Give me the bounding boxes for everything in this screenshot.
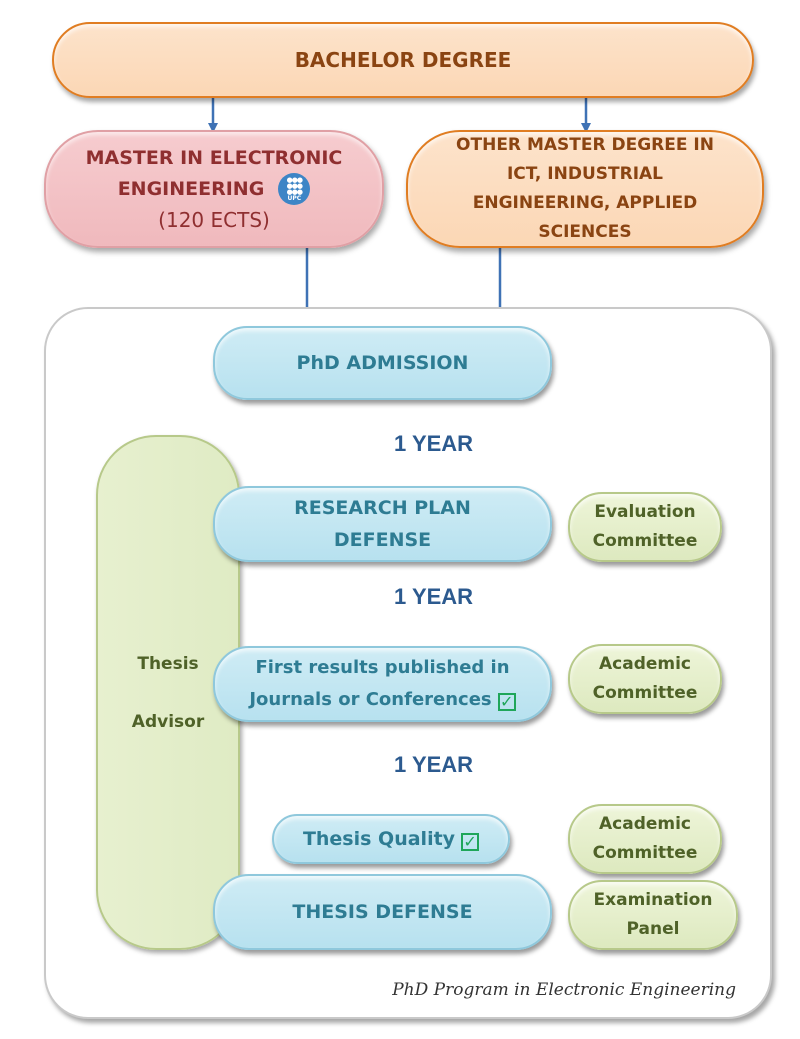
duration-label: 1 YEAR <box>394 431 474 456</box>
step-label: PhD ADMISSION <box>296 352 469 374</box>
advisor-line-1: Thesis <box>137 653 199 674</box>
step-phd-admission: PhD ADMISSION <box>213 326 552 400</box>
committee-label: Panel <box>626 919 680 939</box>
other-master-line: ICT, INDUSTRIAL <box>506 164 664 184</box>
step-first-results-published: First results published in Journals or C… <box>213 646 552 722</box>
master-ee-line-2: ENGINEERING <box>117 178 265 200</box>
other-master-line: OTHER MASTER DEGREE IN <box>456 135 714 155</box>
committee-label: Committee <box>592 843 698 863</box>
committee-label: Academic <box>598 814 692 834</box>
upc-logo-icon: ●●●●●●●●● UPC <box>278 173 311 205</box>
program-caption: PhD Program in Electronic Engineering <box>392 980 736 1000</box>
duration-label: 1 YEAR <box>394 584 474 609</box>
step-label: DEFENSE <box>333 529 432 551</box>
committee-label: Committee <box>592 683 698 703</box>
step-label: Journals or Conferences <box>249 689 492 710</box>
step-label: RESEARCH PLAN <box>294 497 471 519</box>
bachelor-degree-label: BACHELOR DEGREE <box>294 48 512 72</box>
master-ee-line-1: MASTER IN ELECTRONIC <box>85 147 343 169</box>
academic-committee-box: Academic Committee <box>568 644 722 714</box>
evaluation-committee-box: Evaluation Committee <box>568 492 722 562</box>
step-label: THESIS DEFENSE <box>292 901 473 923</box>
step-label: Thesis Quality <box>302 827 456 850</box>
committee-label: Committee <box>592 531 698 551</box>
examination-panel-box: Examination Panel <box>568 880 738 950</box>
step-research-plan-defense: RESEARCH PLAN DEFENSE <box>213 486 552 562</box>
master-electronic-engineering-box: MASTER IN ELECTRONIC ENGINEERING ●●●●●●●… <box>44 130 384 248</box>
advisor-line-2: Advisor <box>131 711 205 732</box>
academic-committee-box: Academic Committee <box>568 804 722 874</box>
committee-label: Evaluation <box>594 502 696 522</box>
checkbox-checked-icon: ✓ <box>497 693 516 711</box>
master-ee-credits: (120 ECTS) <box>158 208 270 232</box>
other-master-line: ENGINEERING, APPLIED <box>472 193 698 213</box>
other-master-degree-box: OTHER MASTER DEGREE IN ICT, INDUSTRIAL E… <box>406 130 764 248</box>
committee-label: Academic <box>598 654 692 674</box>
upc-logo-text: UPC <box>287 194 302 202</box>
duration-label: 1 YEAR <box>394 752 474 777</box>
step-thesis-quality: Thesis Quality ✓ <box>272 814 510 864</box>
committee-label: Examination <box>593 890 713 910</box>
checkbox-checked-icon: ✓ <box>461 832 480 851</box>
other-master-line: SCIENCES <box>538 222 632 242</box>
step-label: First results published in <box>255 657 510 678</box>
step-thesis-defense: THESIS DEFENSE <box>213 874 552 950</box>
bachelor-degree-box: BACHELOR DEGREE <box>52 22 754 98</box>
